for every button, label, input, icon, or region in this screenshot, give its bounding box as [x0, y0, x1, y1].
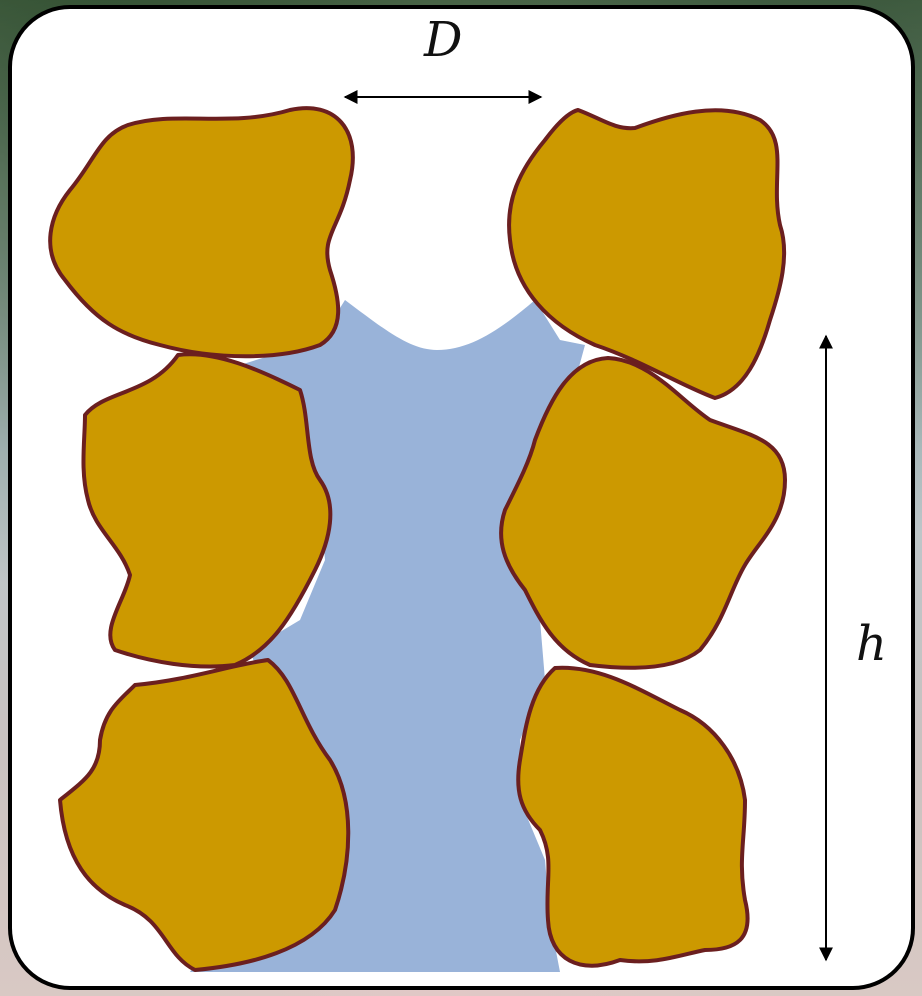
liquid-column: [190, 300, 585, 972]
height-label: h: [856, 616, 887, 672]
width-label: D: [424, 12, 463, 68]
grain-top-right: [507, 108, 787, 400]
grain-bottom-right: [516, 665, 750, 968]
grain-middle-right: [499, 356, 787, 670]
grain-top-left: [48, 106, 355, 359]
grain-middle-left: [81, 352, 333, 669]
grain-bottom-left: [58, 658, 351, 972]
